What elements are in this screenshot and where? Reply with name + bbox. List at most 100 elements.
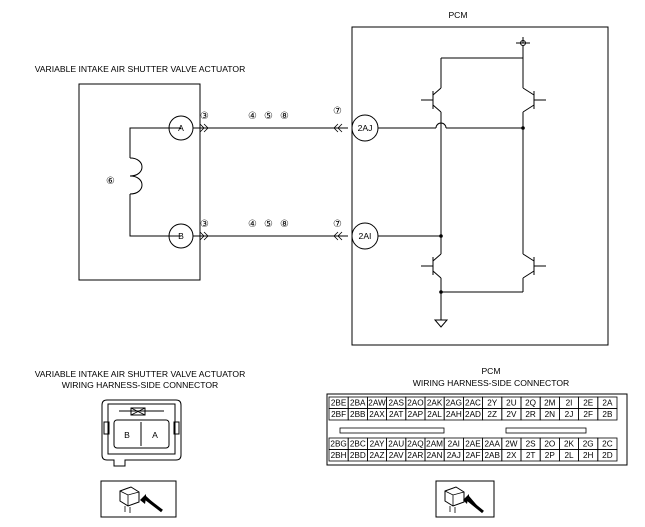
pcm-connector-cell-2p: 2P (545, 451, 556, 460)
pcm-connector-cell-2i: 2I (566, 399, 573, 408)
pcm-connector-cell-2af: 2AF (465, 451, 480, 460)
pcm-connector-cell-2r: 2R (525, 410, 536, 419)
pcm-connector-cell-2bg: 2BG (330, 440, 346, 449)
connector-view-icon-left (100, 480, 177, 518)
pcm-connector-cell-box (597, 449, 618, 462)
actuator-box (78, 83, 201, 281)
pcm-connector-cell-2w: 2W (505, 440, 518, 449)
actuator-connector: B A (101, 399, 182, 467)
actuator-connector-title-1: VARIABLE INTAKE AIR SHUTTER VALVE ACTUAT… (35, 369, 246, 379)
pcm-connector-cell-2aw: 2AW (368, 399, 386, 408)
pcm-connector-cell-2o: 2O (544, 440, 555, 449)
callout-7-a: ⑦ (333, 106, 342, 117)
pcm-connector-cell-2q: 2Q (525, 399, 536, 408)
pcm-connector-cell-2ag: 2AG (446, 399, 462, 408)
pcm-connector-cell-2au: 2AU (388, 440, 404, 449)
pcm-connector-key-bar (339, 427, 445, 434)
pcm-connector-cell-2h: 2H (583, 451, 594, 460)
pcm-box (351, 26, 609, 346)
pcm-connector-cell-2k: 2K (564, 440, 575, 449)
pcm-terminal-2aj-label: 2AJ (358, 123, 373, 133)
callout-8-a: ⑧ (280, 111, 289, 122)
callout-5-b: ⑤ (264, 219, 273, 230)
pcm-connector-cell-2z: 2Z (487, 410, 497, 419)
pcm-connector-cell-2av: 2AV (389, 451, 404, 460)
actuator-connector-cell-a: A (152, 430, 158, 440)
callout-3-b: ③ (200, 219, 209, 230)
coil-symbol (129, 127, 181, 237)
pcm-connector-cell-2bh: 2BH (331, 451, 347, 460)
pcm-connector-cell-2ai: 2AI (448, 440, 460, 449)
pcm-connector-cell-2aj: 2AJ (447, 451, 461, 460)
pcm-connector-cell-2c: 2C (602, 440, 613, 449)
pcm-connector-cell-2aq: 2AQ (407, 440, 423, 449)
callout-5-a: ⑤ (264, 111, 273, 122)
pcm-connector-cell-2y: 2Y (487, 399, 498, 408)
pcm-connector-cell-2n: 2N (545, 410, 556, 419)
pcm-connector-cell-box (597, 408, 618, 421)
pcm-connector-cell-2ac: 2AC (465, 399, 481, 408)
callout-6: ⑥ (106, 176, 115, 187)
pcm-connector-cell-2x: 2X (506, 451, 517, 460)
pcm-connector-cell-2e: 2E (583, 399, 594, 408)
callout-7-b: ⑦ (333, 219, 342, 230)
actuator-connector-title-2: WIRING HARNESS-SIDE CONNECTOR (62, 380, 218, 390)
pcm-connector-title-1: PCM (481, 366, 500, 376)
pcm-connector-cell-2be: 2BE (331, 399, 347, 408)
pcm-connector-cell-2ad: 2AD (465, 410, 481, 419)
pcm-connector-cell-2m: 2M (544, 399, 556, 408)
pcm-connector-cell-2bf: 2BF (331, 410, 346, 419)
callout-4-a: ④ (248, 111, 257, 122)
pcm-connector-cell-2j: 2J (565, 410, 574, 419)
pcm-connector-title-2: WIRING HARNESS-SIDE CONNECTOR (413, 378, 569, 388)
pcm-connector-cell-2bb: 2BB (350, 410, 366, 419)
pcm-connector-cell-2al: 2AL (427, 410, 442, 419)
pcm-connector-cell-2aa: 2AA (484, 440, 500, 449)
pcm-connector-cell-2ax: 2AX (369, 410, 385, 419)
pcm-connector-cell-2v: 2V (506, 410, 517, 419)
harness-wire-a (193, 123, 348, 133)
pcm-internal-circuit (378, 37, 546, 328)
pcm-connector-cell-2g: 2G (583, 440, 594, 449)
pcm-connector-cell-2b: 2B (602, 410, 613, 419)
pcm-connector-cell-2as: 2AS (388, 399, 404, 408)
pcm-title: PCM (448, 10, 467, 20)
callout-4-b: ④ (248, 219, 257, 230)
actuator-terminal-b-label: B (178, 231, 184, 241)
pcm-connector-cell-2ak: 2AK (427, 399, 443, 408)
callout-3-a: ③ (200, 111, 209, 122)
connector-view-icon-right (435, 480, 495, 518)
pcm-connector-cell-2at: 2AT (389, 410, 403, 419)
pcm-connector-cell-2bc: 2BC (350, 440, 366, 449)
pcm-connector-cell-2f: 2F (583, 410, 593, 419)
pcm-connector-cell-2ao: 2AO (407, 399, 423, 408)
pcm-connector-cell-2ah: 2AH (446, 410, 462, 419)
pcm-connector-cell-2az: 2AZ (369, 451, 384, 460)
pcm-terminal-2aj: 2AJ (351, 114, 379, 142)
actuator-connector-cell-b: B (124, 430, 130, 440)
pcm-connector-cell-2ab: 2AB (484, 451, 500, 460)
pcm-connector-cell-2bd: 2BD (350, 451, 366, 460)
actuator-title: VARIABLE INTAKE AIR SHUTTER VALVE ACTUAT… (35, 64, 246, 74)
pcm-connector-cell-2l: 2L (564, 451, 574, 460)
pcm-connector-cell-2ar: 2AR (407, 451, 423, 460)
pcm-connector-cell-2an: 2AN (427, 451, 443, 460)
pcm-connector-cell-2u: 2U (506, 399, 517, 408)
pcm-connector-cell-2ae: 2AE (465, 440, 481, 449)
pcm-terminal-2ai: 2AI (351, 222, 379, 250)
pcm-connector-cell-2ba: 2BA (350, 399, 366, 408)
pcm-connector-cell-2d: 2D (602, 451, 613, 460)
pcm-connector-cell-2t: 2T (526, 451, 536, 460)
pcm-connector-cell-2a: 2A (602, 399, 613, 408)
actuator-terminal-a-label: A (178, 123, 184, 133)
pcm-terminal-2ai-label: 2AI (359, 231, 372, 241)
pcm-connector-cell-2s: 2S (526, 440, 537, 449)
pcm-connector-key-bar (505, 427, 587, 434)
pcm-connector-cell-2ay: 2AY (370, 440, 385, 449)
pcm-connector-cell-2ap: 2AP (408, 410, 424, 419)
pcm-connector-cell-2am: 2AM (426, 440, 443, 449)
callout-8-b: ⑧ (280, 219, 289, 230)
harness-wire-b (193, 231, 348, 241)
